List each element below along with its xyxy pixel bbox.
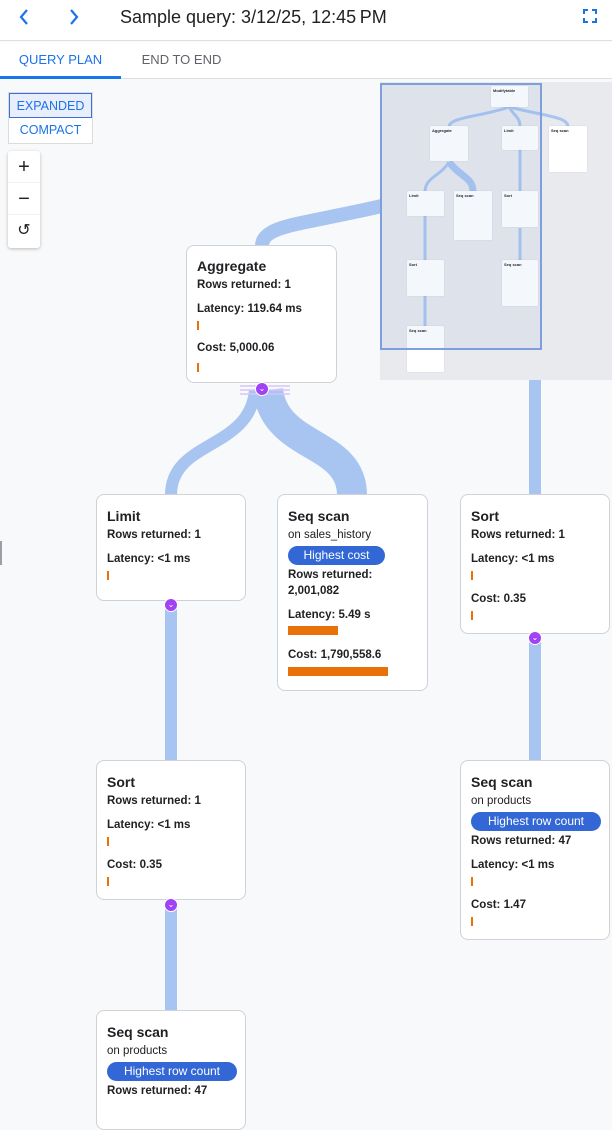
node-rows: Rows returned: 47 (107, 1085, 208, 1097)
node-latency: Latency: 5.49 s (288, 609, 371, 621)
tab-query-plan[interactable]: QUERY PLAN (0, 42, 121, 79)
node-cost: Cost: 0.35 (107, 859, 162, 871)
minimap-node: Sort (407, 260, 444, 296)
node-title: Sort (107, 774, 135, 790)
node-rows: Rows returned: 47 (471, 835, 572, 847)
collapse-chevron-icon[interactable]: ⌄ (255, 382, 269, 396)
node-table: on sales_history (288, 529, 372, 541)
plan-node-seqscan-products-right[interactable]: Seq scan on products Highest row count R… (460, 760, 610, 940)
latency-bar (471, 571, 473, 580)
cost-bar (471, 917, 473, 926)
plan-node-aggregate[interactable]: Aggregate Rows returned: 1 Latency: 119.… (186, 245, 337, 383)
minimap-viewport[interactable] (380, 83, 542, 350)
node-title: Seq scan (471, 774, 533, 790)
zoom-controls: + − ↺ (8, 151, 40, 248)
minimap-node: Modifytable (491, 86, 528, 107)
back-button[interactable] (18, 6, 30, 32)
tab-bar: QUERY PLAN END TO END (0, 42, 612, 79)
plan-node-sort-left[interactable]: Sort Rows returned: 1 Latency: <1 ms Cos… (96, 760, 246, 900)
plan-node-seqscan-sales-history[interactable]: Seq scan on sales_history Highest cost R… (277, 494, 428, 691)
view-toggle: EXPANDED COMPACT (8, 92, 93, 144)
fullscreen-icon[interactable] (583, 9, 597, 23)
highest-cost-badge: Highest cost (288, 546, 385, 565)
minimap-node: Seq scan (454, 191, 492, 240)
node-latency: Latency: <1 ms (107, 819, 191, 831)
node-title: Limit (107, 508, 141, 524)
latency-bar (197, 321, 199, 330)
minimap-node: Seq scan (549, 126, 587, 172)
minimap-node: Limit (407, 191, 444, 216)
node-cost: Cost: 5,000.06 (197, 342, 275, 354)
chevron-right-icon (70, 9, 79, 25)
edge-aggregate-limit (165, 389, 261, 496)
node-rows-value: 2,001,082 (288, 585, 340, 597)
latency-bar (107, 571, 109, 580)
node-title: Sort (471, 508, 499, 524)
edge-parent-aggregate (255, 199, 384, 248)
node-title: Seq scan (107, 1024, 169, 1040)
zoom-out-button[interactable]: − (8, 183, 40, 215)
collapse-chevron-icon[interactable]: ⌄ (528, 631, 542, 645)
scrollbar[interactable] (0, 541, 2, 565)
plan-node-limit[interactable]: Limit Rows returned: 1 Latency: <1 ms (96, 494, 246, 601)
highest-row-count-badge: Highest row count (107, 1062, 237, 1081)
plan-node-sort-right[interactable]: Sort Rows returned: 1 Latency: <1 ms Cos… (460, 494, 610, 634)
edge-aggregate-seqscan (253, 387, 367, 497)
node-latency: Latency: <1 ms (471, 553, 555, 565)
cost-bar (107, 877, 109, 886)
plan-node-seqscan-products-bottom[interactable]: Seq scan on products Highest row count R… (96, 1010, 246, 1130)
node-rows: Rows returned: (288, 569, 373, 581)
chevron-left-icon (19, 9, 28, 25)
node-latency: Latency: <1 ms (471, 859, 555, 871)
node-latency: Latency: <1 ms (107, 553, 191, 565)
minimap-node: Aggregate (430, 126, 468, 161)
cost-bar (288, 667, 388, 676)
page-title: Sample query: 3/12/25, 12:45 PM (120, 7, 387, 27)
node-title: Seq scan (288, 508, 350, 524)
collapse-chevron-icon[interactable]: ⌄ (164, 598, 178, 612)
highest-row-count-badge: Highest row count (471, 812, 601, 831)
latency-bar (107, 837, 109, 846)
node-rows: Rows returned: 1 (197, 279, 291, 291)
node-table: on products (107, 1045, 168, 1057)
minimap-node: Seq scan (502, 260, 538, 306)
minimap-node: Sort (502, 191, 538, 227)
compact-button[interactable]: COMPACT (19, 123, 82, 137)
latency-bar (471, 877, 473, 886)
latency-bar (288, 626, 338, 635)
minimap-edges (423, 105, 570, 326)
expanded-button[interactable]: EXPANDED (9, 93, 92, 118)
node-title: Aggregate (197, 258, 267, 274)
forward-button[interactable] (68, 6, 80, 32)
node-cost: Cost: 1,790,558.6 (288, 649, 382, 661)
node-rows: Rows returned: 1 (107, 529, 201, 541)
minimap[interactable]: Modifytable Aggregate Limit Seq scan Lim… (380, 82, 612, 380)
node-cost: Cost: 1.47 (471, 899, 526, 911)
minimap-node: Limit (502, 126, 538, 150)
node-table: on products (471, 795, 532, 807)
node-rows: Rows returned: 1 (471, 529, 565, 541)
node-latency: Latency: 119.64 ms (197, 303, 302, 315)
cost-bar (471, 611, 473, 620)
cost-bar (197, 363, 199, 372)
reset-zoom-button[interactable]: ↺ (17, 222, 31, 239)
header: Sample query: 3/12/25, 12:45 PM (0, 0, 612, 41)
zoom-in-button[interactable]: + (8, 151, 40, 183)
node-rows: Rows returned: 1 (107, 795, 201, 807)
node-cost: Cost: 0.35 (471, 593, 526, 605)
tab-end-to-end[interactable]: END TO END (141, 52, 222, 67)
collapse-chevron-icon[interactable]: ⌄ (164, 898, 178, 912)
